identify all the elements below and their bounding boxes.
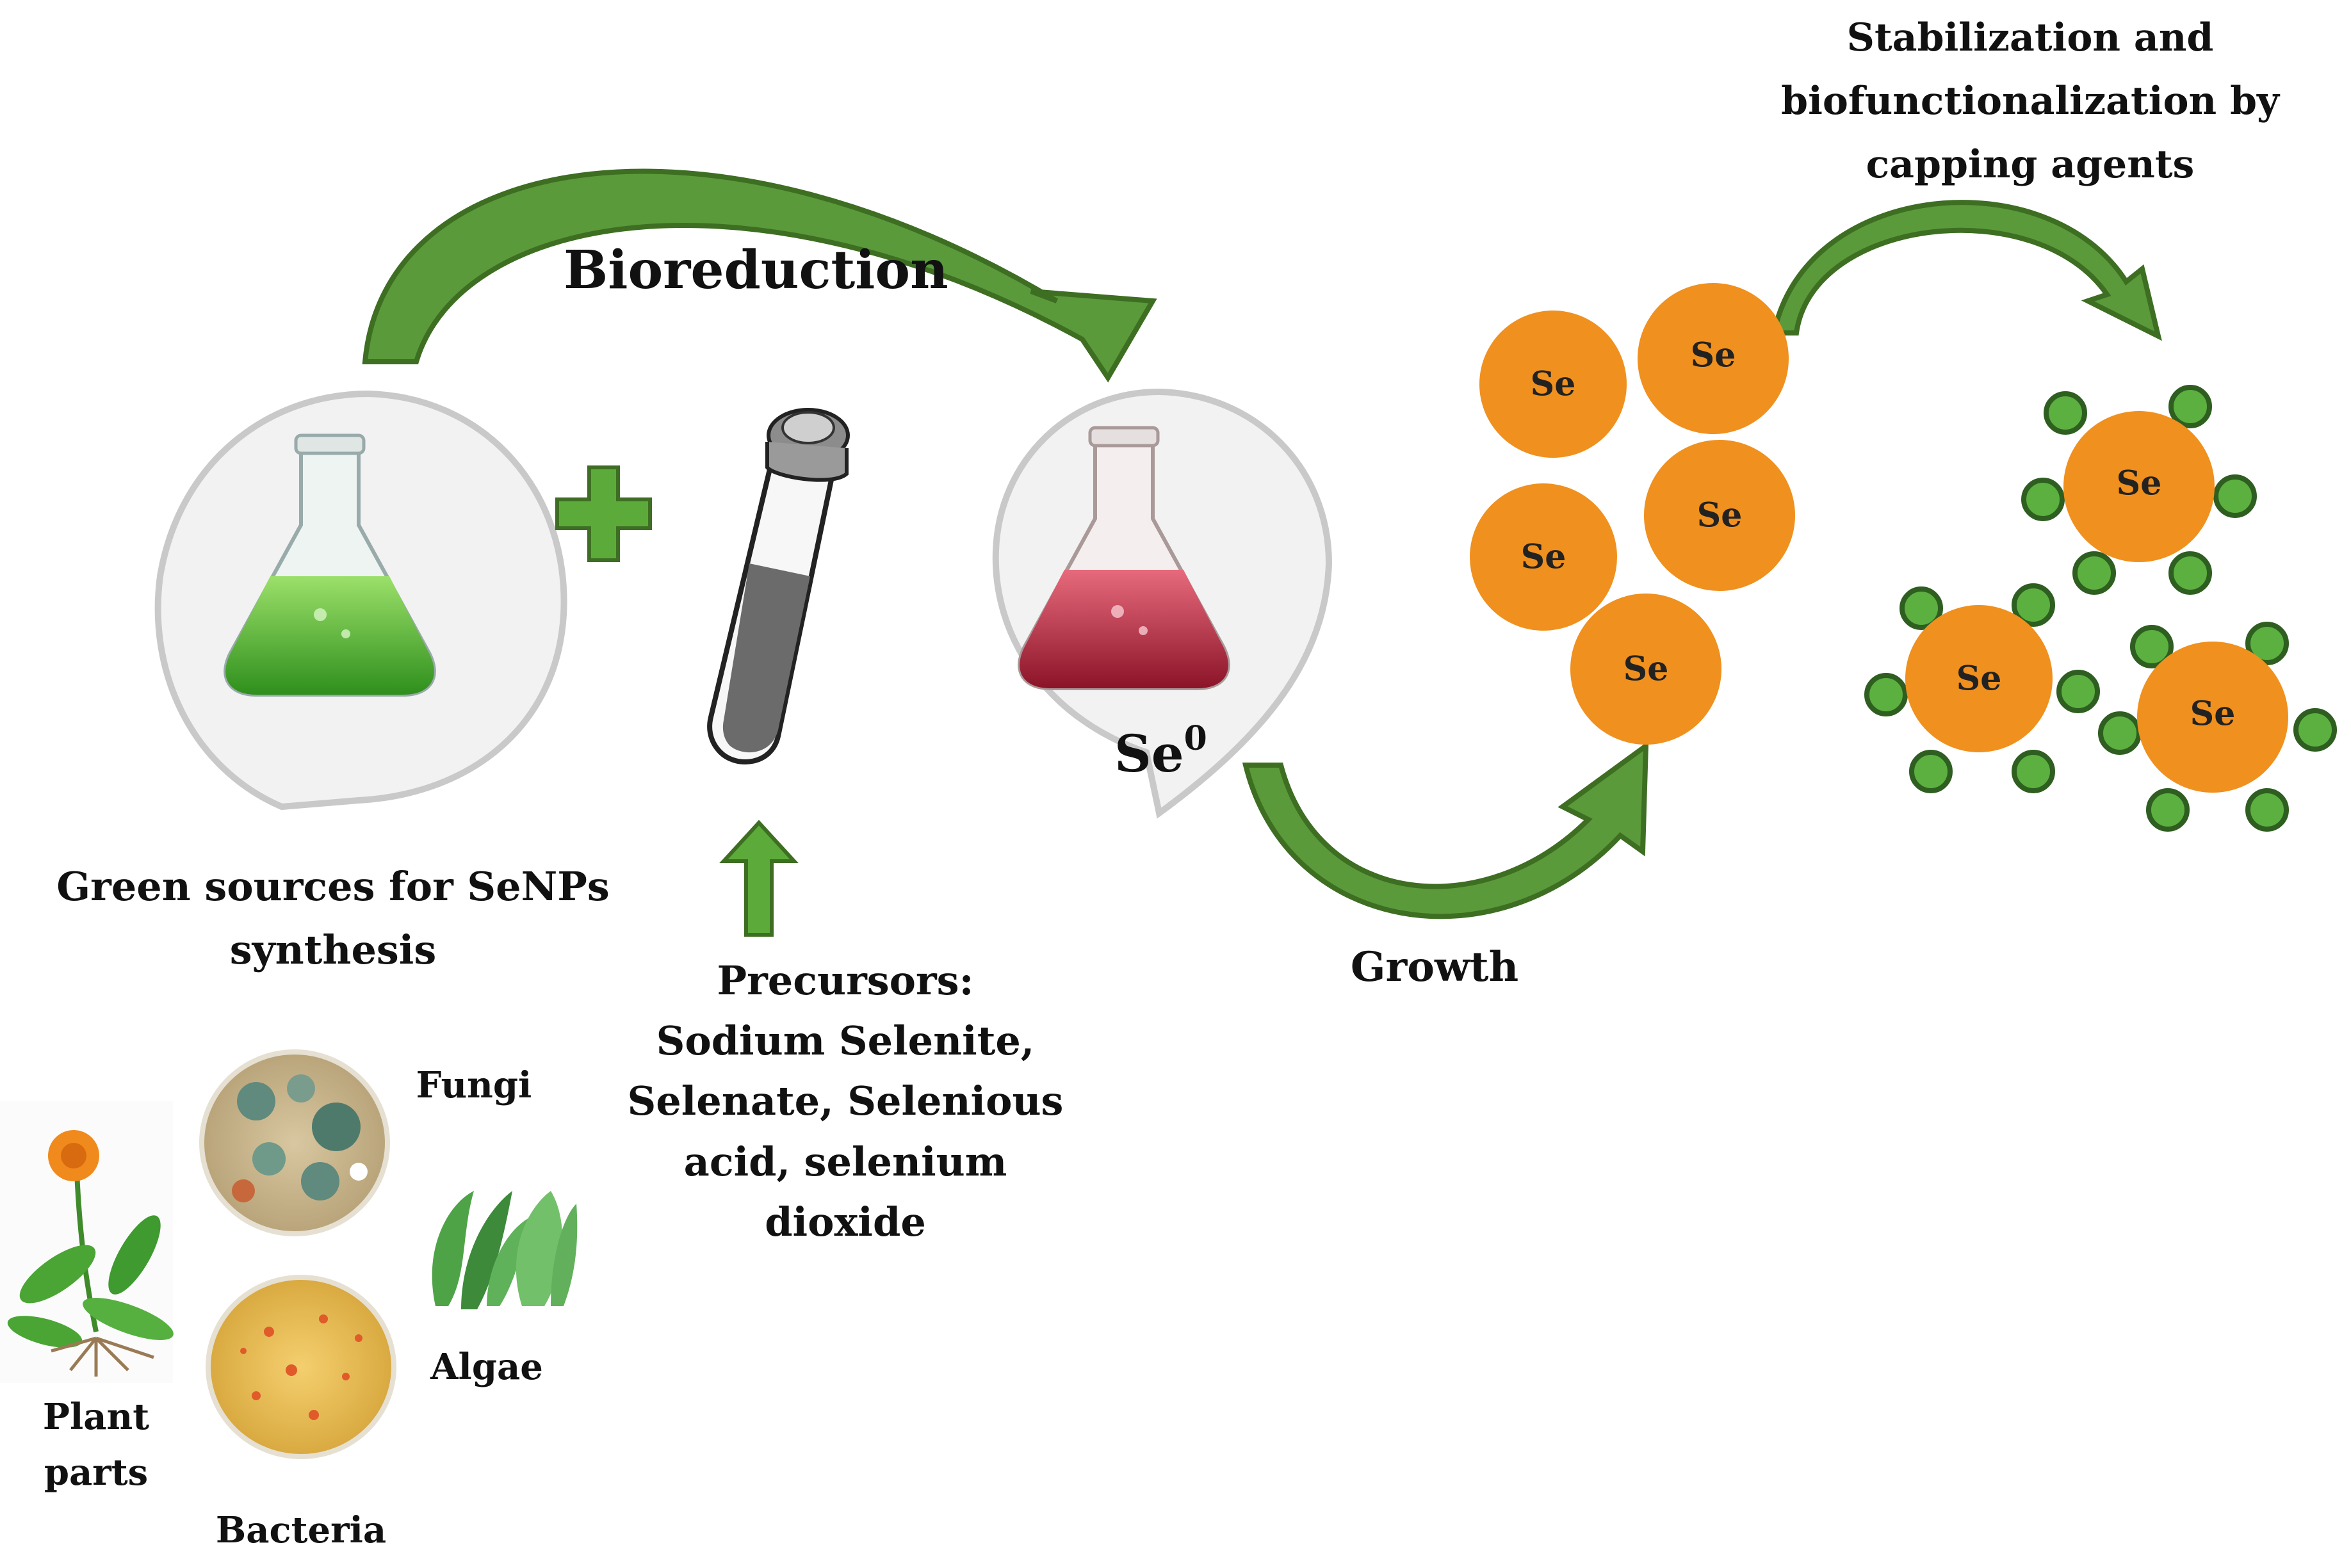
bacteria-dish-icon [206, 1275, 396, 1459]
svg-text:Se: Se [1521, 538, 1566, 577]
stabilization-label: Stabilization and biofunctionalization b… [1781, 15, 2279, 187]
svg-text:Se: Se [2190, 695, 2236, 734]
se-particle: Se [1638, 283, 1789, 434]
se-particle: Se [1470, 483, 1617, 631]
svg-text:Se: Se [1956, 659, 2002, 699]
se0-base: Se [1114, 723, 1184, 784]
capped-se-particle-top: Se [2021, 385, 2257, 595]
red-flask-icon [992, 388, 1333, 819]
se0-superscript: 0 [1184, 719, 1207, 758]
green-sources-label: Green sources for SeNPs synthesis [56, 863, 610, 974]
algae-icon [432, 1191, 578, 1309]
precursors-label: Precursors: Sodium Selenite, Selenate, S… [627, 957, 1064, 1245]
svg-text:Se: Se [1623, 650, 1669, 689]
test-tube-icon [707, 408, 850, 764]
plus-icon [555, 465, 652, 562]
svg-text:Se: Se [2117, 464, 2162, 503]
capped-se-particle-left: Se [1864, 583, 2100, 793]
fungi-dish-icon [199, 1049, 390, 1236]
capped-nanoparticle-group: Se Se Se [1864, 385, 2337, 832]
se-nanoparticle-cluster: Se Se Se Se Se [1470, 283, 1795, 745]
algae-label: Algae [430, 1346, 543, 1388]
se-particle: Se [1644, 440, 1795, 591]
svg-text:Se: Se [1691, 336, 1736, 375]
up-arrow-icon [719, 820, 799, 937]
se-particle: Se [1570, 594, 1721, 745]
green-flask-icon [154, 390, 567, 811]
se-particle: Se [1479, 311, 1627, 458]
se0-label: Se0 [1114, 719, 1207, 784]
bacteria-label: Bacteria [215, 1509, 387, 1551]
plant-parts-label: Plant parts [42, 1396, 150, 1494]
growth-label: Growth [1350, 943, 1519, 991]
growth-arrow [1242, 740, 1649, 919]
svg-text:Se: Se [1531, 365, 1576, 404]
plant-icon [0, 1101, 174, 1383]
bioreduction-label: Bioreduction [564, 239, 948, 301]
fungi-label: Fungi [416, 1064, 532, 1106]
capped-se-particle-right: Se [2098, 622, 2337, 832]
stabilization-arrow [1771, 200, 2162, 341]
svg-text:Se: Se [1697, 496, 1743, 535]
bioreduction-arrow [362, 168, 1157, 383]
